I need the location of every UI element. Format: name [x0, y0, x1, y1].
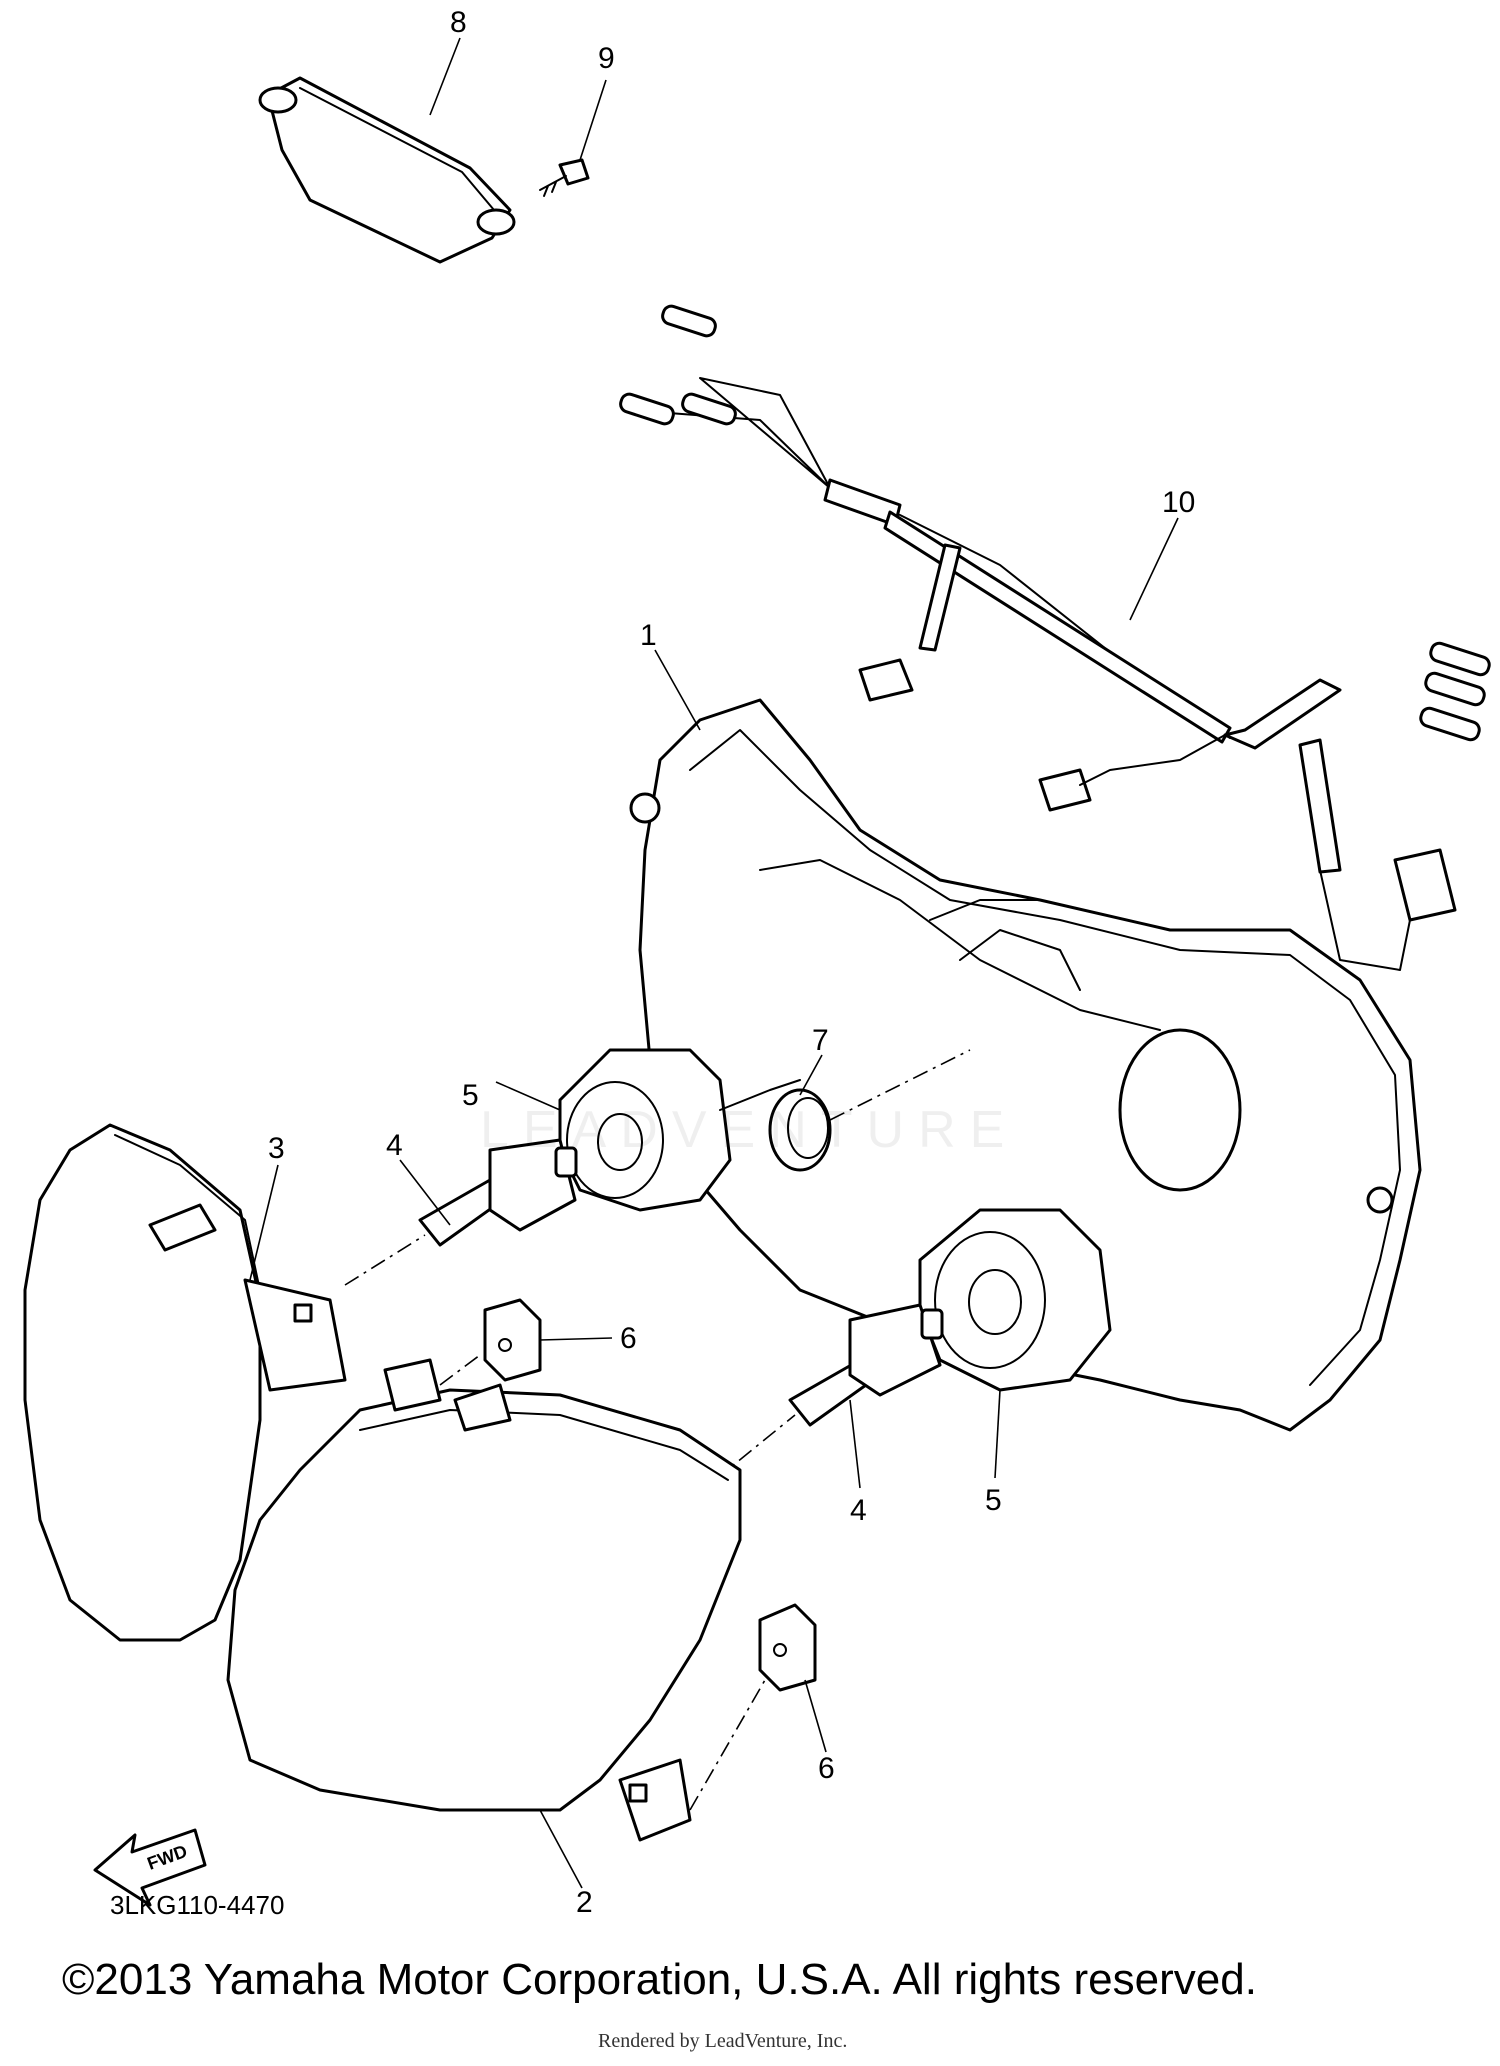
part-8-pilot-lamp [258, 76, 516, 264]
part-5-socket-lower [918, 1208, 1112, 1392]
part-10-wiring-harness [619, 304, 1491, 971]
callout-8: 8 [450, 6, 467, 39]
rendered-by-credit: Rendered by LeadVenture, Inc. [598, 2030, 848, 2052]
copyright-notice: ©2013 Yamaha Motor Corporation, U.S.A. A… [62, 1955, 1257, 2004]
callout-leaders [249, 37, 1179, 1889]
callout-labels: 8 9 10 1 5 7 4 3 6 4 5 6 2 [268, 6, 1195, 1919]
diagram-code: 3LKG110-4470 [110, 1890, 285, 1920]
part-4-bulb-lower [788, 1303, 944, 1427]
part-1-headlight-housing [629, 698, 1422, 1432]
callout-1: 1 [640, 619, 657, 652]
callout-4-upper: 4 [386, 1129, 403, 1162]
callout-5-upper: 5 [462, 1079, 479, 1112]
callout-5-lower: 5 [985, 1484, 1002, 1517]
part-6-damper-upper [483, 1298, 542, 1382]
part-3-left-headlight-unit [23, 1123, 347, 1642]
callout-6-upper: 6 [620, 1322, 637, 1355]
callout-9: 9 [598, 42, 615, 75]
callout-2: 2 [576, 1886, 593, 1919]
callout-4-lower: 4 [850, 1494, 867, 1527]
part-4-bulb-upper [418, 1138, 578, 1247]
callout-10: 10 [1162, 486, 1195, 519]
part-7-cap [768, 1088, 832, 1172]
callout-3: 3 [268, 1132, 285, 1165]
watermark: LEADVENTURE [480, 1101, 1019, 1159]
part-2-right-headlight-unit [226, 1358, 742, 1842]
callout-6-lower: 6 [818, 1752, 835, 1785]
fwd-arrow-icon: FWD [93, 1828, 207, 1907]
part-6-damper-lower [758, 1603, 817, 1692]
callout-7: 7 [812, 1024, 829, 1057]
part-9-screw [539, 158, 590, 197]
